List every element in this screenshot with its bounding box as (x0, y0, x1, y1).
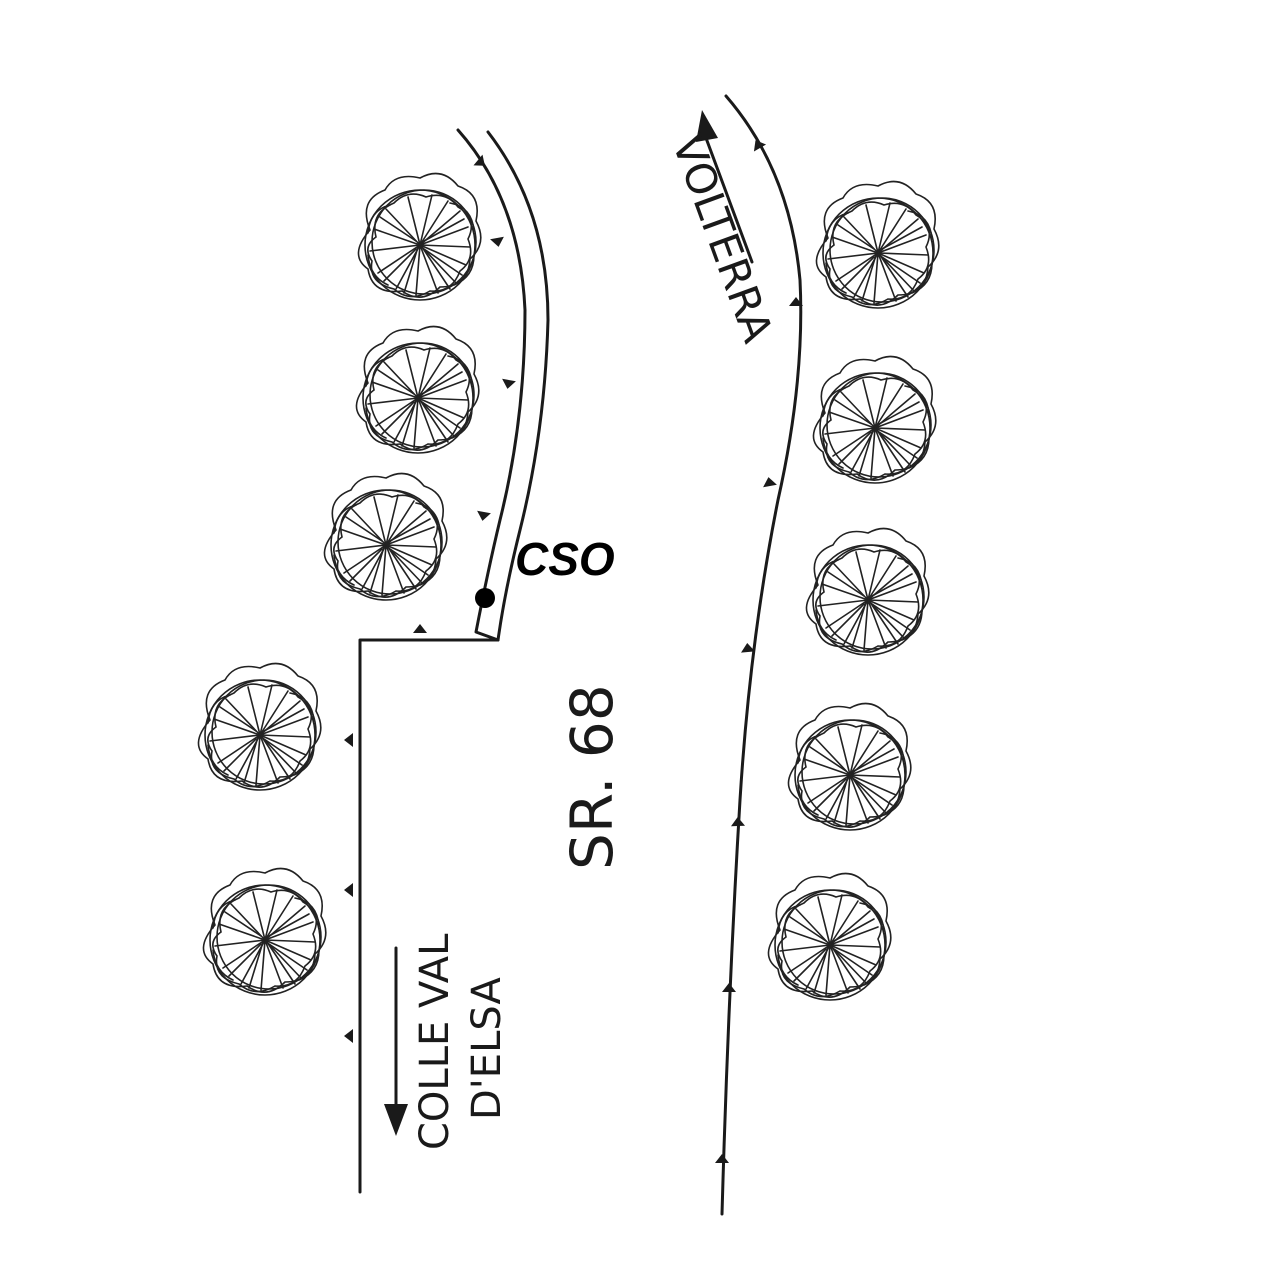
direction-north: VOLTERRA (663, 110, 783, 349)
road-edge-left-lower (358, 638, 500, 1194)
destination-south-label-line1: COLLE VAL (412, 933, 458, 1150)
tree-icon (197, 662, 322, 791)
road-edge-right (720, 94, 803, 1216)
cso-label: CSO (515, 533, 615, 585)
destination-south-label-line2: D'ELSA (464, 977, 510, 1120)
direction-arrow-icon (704, 136, 754, 264)
tree-icon (323, 472, 448, 601)
tree-icon (787, 702, 912, 831)
arrowhead-south (384, 1104, 408, 1136)
tree-icon (355, 325, 480, 454)
direction-south: COLLE VAL D'ELSA (384, 933, 510, 1150)
road-name-label: SR. 68 (558, 684, 626, 870)
location-dot-icon (475, 588, 495, 608)
road-edge-left-outer (486, 130, 550, 642)
tree-icon (357, 172, 482, 301)
arrowhead-north (696, 110, 718, 142)
road-edges (358, 94, 803, 1216)
tree-icon (812, 355, 937, 484)
tree-icon (202, 867, 327, 996)
tree-icon (767, 872, 892, 1001)
destination-north-label: VOLTERRA (663, 129, 783, 349)
road-edge-left-inner (456, 128, 527, 642)
trees-left (197, 172, 482, 996)
tree-icon (815, 180, 940, 309)
tree-icon (805, 527, 930, 656)
